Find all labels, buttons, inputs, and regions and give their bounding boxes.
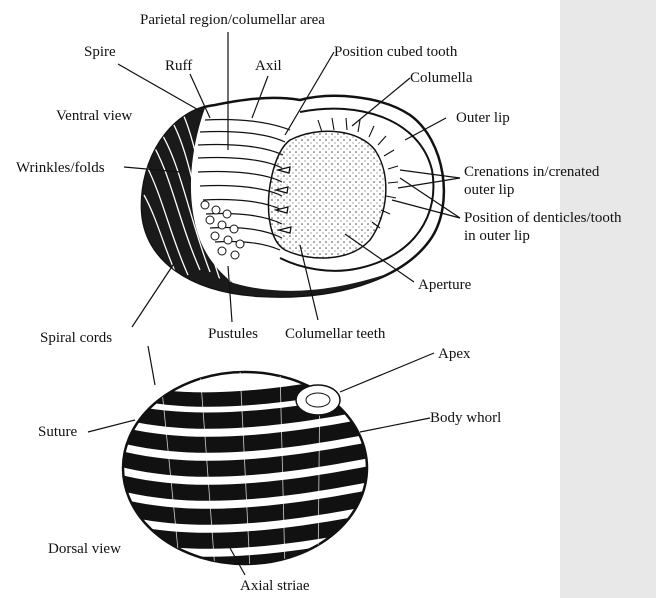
label-dorsal-view: Dorsal view <box>48 541 121 557</box>
label-columella: Columella <box>410 70 473 86</box>
label-spiral-cords: Spiral cords <box>40 330 112 346</box>
label-spire: Spire <box>84 44 116 60</box>
label-parietal-region: Parietal region/columellar area <box>140 12 325 28</box>
label-wrinkles-folds: Wrinkles/folds <box>16 160 105 176</box>
label-crenations-line1: Crenations in/crenated <box>464 164 600 180</box>
label-ruff: Ruff <box>165 58 192 74</box>
label-position-cubed-tooth: Position cubed tooth <box>334 44 458 60</box>
label-denticles-line1: Position of denticles/tooth <box>464 210 622 226</box>
label-columellar-teeth: Columellar teeth <box>285 326 386 342</box>
label-outer-lip: Outer lip <box>456 110 510 126</box>
dorsal-shell <box>110 370 380 573</box>
label-body-whorl: Body whorl <box>430 410 501 426</box>
label-pustules: Pustules <box>208 326 258 342</box>
ventral-shell <box>140 96 444 300</box>
label-suture: Suture <box>38 424 78 440</box>
label-axil: Axil <box>255 58 282 74</box>
label-axial-striae: Axial striae <box>240 578 310 594</box>
page-bleed-through <box>560 0 656 598</box>
label-denticles-line2: in outer lip <box>464 228 530 244</box>
label-ventral-view: Ventral view <box>56 108 132 124</box>
label-crenations-line2: outer lip <box>464 182 514 198</box>
label-apex: Apex <box>438 346 471 362</box>
label-aperture: Aperture <box>418 277 472 293</box>
aperture-opening <box>268 131 385 258</box>
